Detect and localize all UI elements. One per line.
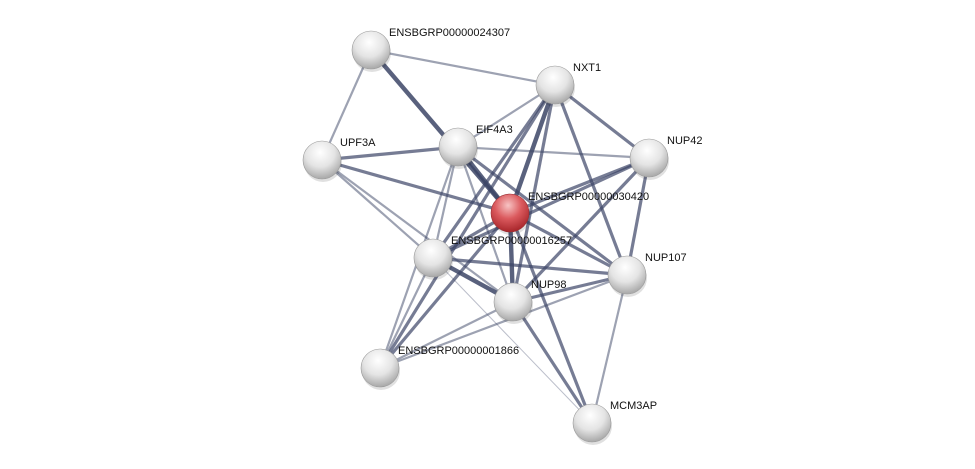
edge-ensbgrp00000016257-nup107[interactable]	[432, 256, 628, 277]
edge-ensbgrp00000030420-nup107[interactable]	[509, 211, 628, 277]
edge-ensbgrp00000030420-mcm3ap[interactable]	[508, 212, 594, 424]
node-label: EIF4A3	[476, 124, 513, 136]
edge-nup42-ensbgrp00000016257[interactable]	[432, 156, 650, 260]
node-nup107[interactable]: NUP107	[607, 252, 687, 297]
node-label: ENSBGRP00000016257	[451, 235, 572, 247]
query-protein-node[interactable]	[490, 193, 530, 233]
node-nup98[interactable]: NUP98	[493, 279, 566, 324]
edge-eif4a3-nup98[interactable]	[456, 146, 515, 303]
node-mcm3ap[interactable]: MCM3AP	[572, 400, 657, 445]
node-label: ENSBGRP00000030420	[528, 191, 649, 203]
edge-upf3a-ensbgrp00000030420[interactable]	[321, 158, 511, 215]
edge-nup98-ensbgrp00000001866[interactable]	[379, 301, 514, 369]
node-label: ENSBGRP00000001866	[398, 345, 519, 357]
edge-nxt1-ensbgrp00000001866[interactable]	[378, 84, 557, 369]
node-label: NUP107	[645, 252, 687, 264]
protein-node[interactable]	[360, 348, 400, 388]
protein-node[interactable]	[572, 403, 612, 443]
edge-upf3a-nup98[interactable]	[321, 159, 514, 303]
edge-ensbgrp00000016257-mcm3ap[interactable]	[432, 257, 593, 424]
edge-nup107-nup98[interactable]	[512, 273, 628, 304]
edge-ensbgrp00000024307-nxt1[interactable]	[370, 48, 556, 87]
edge-nxt1-nup42[interactable]	[554, 83, 650, 160]
node-nxt1[interactable]: NXT1	[535, 62, 601, 107]
edge-ensbgrp00000024307-upf3a[interactable]	[320, 49, 373, 161]
node-label: MCM3AP	[610, 400, 657, 412]
edge-eif4a3-nup42[interactable]	[457, 145, 650, 160]
protein-node[interactable]	[493, 282, 533, 322]
protein-node[interactable]	[302, 140, 342, 180]
edge-nup42-nup107[interactable]	[625, 157, 651, 276]
node-label: UPF3A	[340, 137, 376, 149]
node-label: ENSBGRP00000024307	[389, 27, 510, 39]
node-ensbgrp00000001866[interactable]: ENSBGRP00000001866	[360, 345, 519, 390]
edge-ensbgrp00000030420-ensbgrp00000001866[interactable]	[378, 211, 512, 370]
protein-node[interactable]	[438, 127, 478, 167]
protein-node[interactable]	[413, 238, 453, 278]
edge-nup98-mcm3ap[interactable]	[511, 301, 594, 424]
node-upf3a[interactable]: UPF3A	[302, 137, 376, 182]
edge-ensbgrp00000016257-ensbgrp00000001866[interactable]	[379, 257, 434, 369]
edge-upf3a-ensbgrp00000016257[interactable]	[321, 159, 434, 259]
edge-eif4a3-upf3a[interactable]	[321, 145, 459, 162]
node-label: NUP98	[531, 279, 566, 291]
node-ensbgrp00000016257[interactable]: ENSBGRP00000016257	[413, 235, 572, 280]
node-nup42[interactable]: NUP42	[629, 135, 702, 180]
node-label: NUP42	[667, 135, 702, 147]
edge-nxt1-ensbgrp00000016257[interactable]	[431, 84, 557, 259]
protein-node[interactable]	[351, 30, 391, 70]
edge-nup107-mcm3ap[interactable]	[590, 274, 629, 424]
node-eif4a3[interactable]: EIF4A3	[438, 124, 513, 169]
protein-node[interactable]	[535, 65, 575, 105]
node-label: NXT1	[573, 62, 601, 74]
node-ensbgrp00000024307[interactable]: ENSBGRP00000024307	[351, 27, 510, 72]
edge-eif4a3-nup107[interactable]	[457, 145, 628, 277]
edge-nup107-ensbgrp00000001866[interactable]	[379, 273, 628, 370]
protein-node[interactable]	[629, 138, 669, 178]
node-ensbgrp00000030420[interactable]: ENSBGRP00000030420	[490, 191, 649, 235]
protein-node[interactable]	[607, 255, 647, 295]
